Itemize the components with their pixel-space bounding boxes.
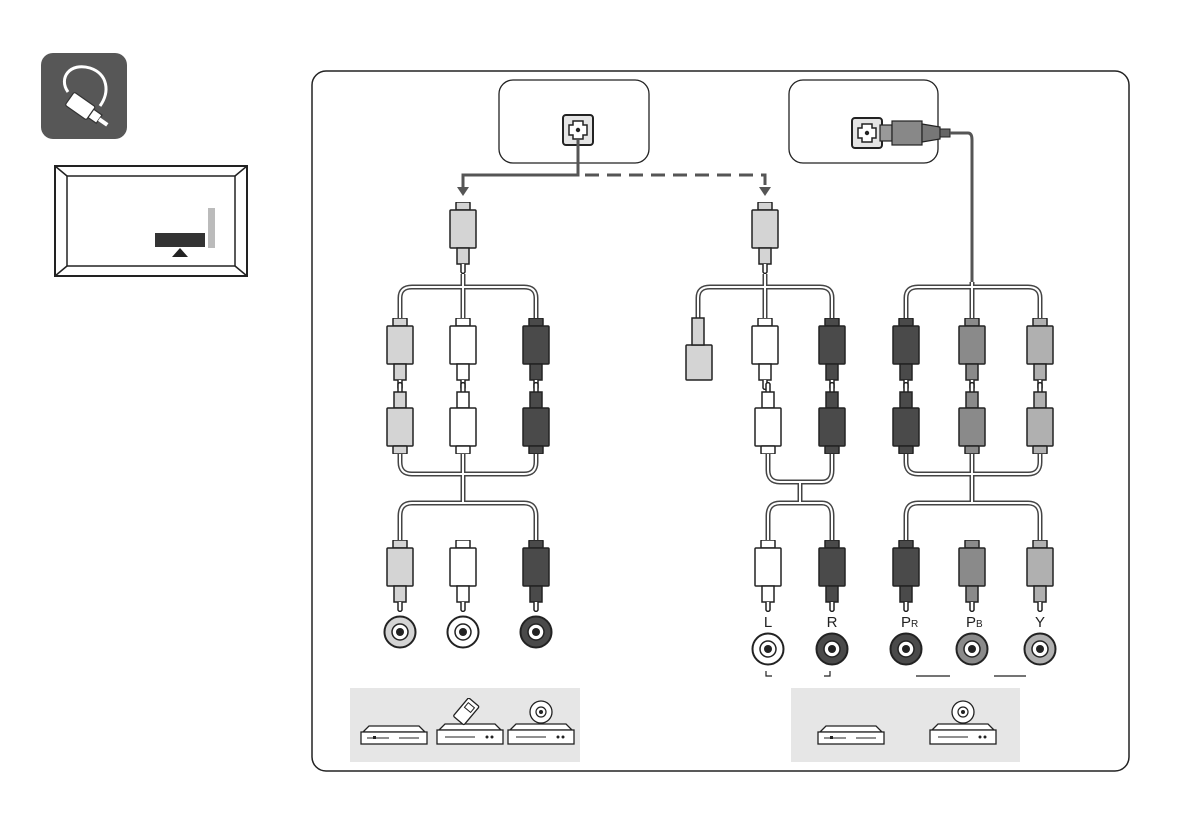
left-devices-panel: [350, 688, 580, 762]
vcr-device-icon: [818, 726, 884, 744]
tv-input-icon: [55, 166, 247, 276]
device-optical-output-panel: [789, 80, 950, 163]
right-devices-panel: [791, 688, 1020, 762]
tv-optical-output-panel: [499, 80, 649, 163]
audio-label-r: R: [827, 614, 838, 631]
audio-jack-l: [753, 634, 784, 665]
composite-jack-3: [521, 617, 552, 648]
component-jack-pr: [891, 634, 922, 665]
component-label-y: Y: [1035, 614, 1045, 631]
vcr-device-icon: [361, 726, 427, 744]
audio-jack-r: [817, 634, 848, 665]
composite-jack-2: [448, 617, 479, 648]
cable-icon: [41, 53, 127, 139]
component-jack-pb: [957, 634, 988, 665]
component-jack-y: [1025, 634, 1056, 665]
composite-jack-1: [385, 617, 416, 648]
audio-label-l: L: [764, 614, 772, 631]
